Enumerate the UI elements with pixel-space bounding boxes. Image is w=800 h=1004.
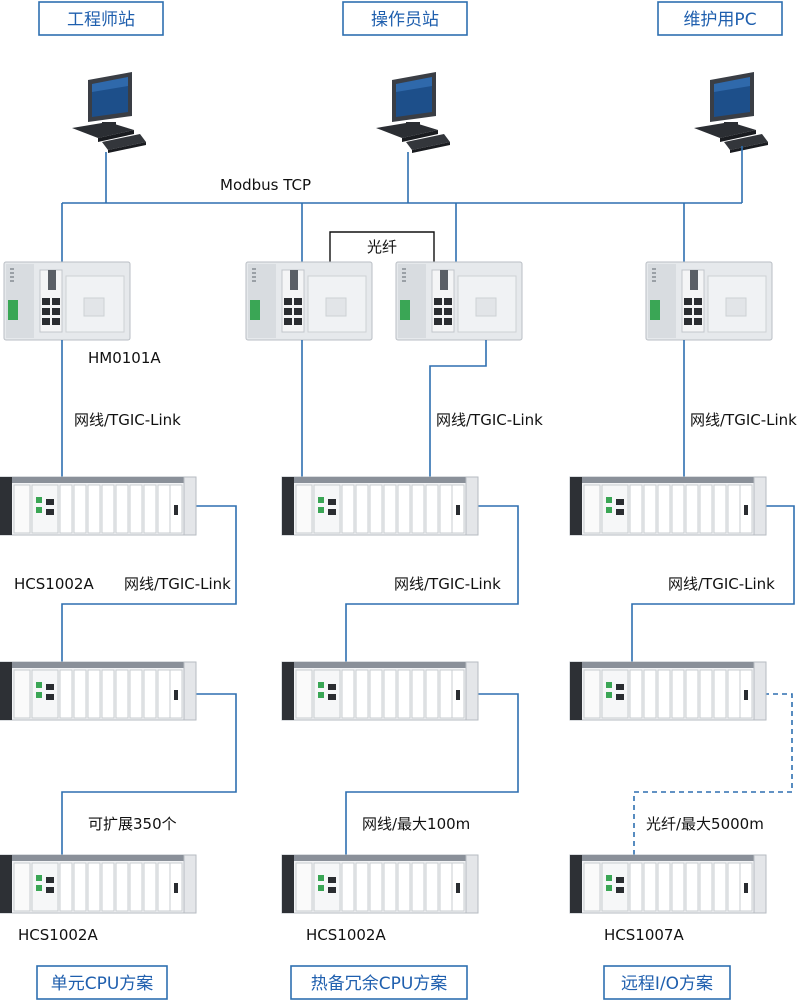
scheme-box-remote-io: 远程I/O方案 xyxy=(603,965,731,1000)
col2-r2-r3-line xyxy=(345,693,519,855)
col3-r2-r3-fiber-line xyxy=(633,693,793,855)
rack-col1-row2 xyxy=(0,661,197,721)
gateway-module-col2b xyxy=(395,261,523,341)
rack-col2-row3 xyxy=(281,854,479,914)
col1-r1-r2-line xyxy=(61,505,237,662)
col2-r1-r2-line xyxy=(345,505,519,662)
rack-label-col1-bottom: HCS1002A xyxy=(18,926,98,944)
col1-r2-r3-line xyxy=(61,693,237,855)
rack-col2-row1 xyxy=(281,476,479,536)
col2-r2-link-label: 网线/最大100m xyxy=(362,815,470,833)
station-label-maintenance: 维护用PC xyxy=(683,10,756,30)
fiber-link-label: 光纤 xyxy=(367,238,397,256)
gateway-module-col3 xyxy=(645,261,773,341)
rack-col1-row3 xyxy=(0,854,197,914)
col2-gw-link-label: 网线/TGIC-Link xyxy=(436,411,543,429)
bus-label: Modbus TCP xyxy=(220,176,311,194)
col1-gw-link-label: 网线/TGIC-Link xyxy=(74,411,181,429)
engineer-workstation-icon xyxy=(72,72,146,153)
redundant-fiber-link xyxy=(329,231,435,262)
scheme-label-remote-io: 远程I/O方案 xyxy=(621,974,713,994)
rack-col3-row3 xyxy=(569,854,767,914)
gateway-module-col2a xyxy=(245,261,373,341)
col3-gw-link-label: 网线/TGIC-Link xyxy=(690,411,797,429)
gateway-label: HM0101A xyxy=(88,349,161,367)
maintenance-pc-icon xyxy=(694,72,768,153)
station-box-operator: 操作员站 xyxy=(342,1,468,36)
scheme-box-redundant-cpu: 热备冗余CPU方案 xyxy=(290,965,468,1000)
scheme-label-single-cpu: 单元CPU方案 xyxy=(51,974,154,994)
col2-r1-link-label: 网线/TGIC-Link xyxy=(394,575,501,593)
col1-r2-link-label: 可扩展350个 xyxy=(88,815,177,833)
rack-label-col1-top: HCS1002A xyxy=(14,575,94,593)
col1-r1-link-label: 网线/TGIC-Link xyxy=(124,575,231,593)
col3-r1-r2-line xyxy=(631,505,795,662)
col3-r1-link-label: 网线/TGIC-Link xyxy=(668,575,775,593)
rack-col2-row2 xyxy=(281,661,479,721)
operator-workstation-icon xyxy=(376,72,450,153)
rack-col3-row1 xyxy=(569,476,767,536)
rack-col1-row1 xyxy=(0,476,197,536)
station-label-engineer: 工程师站 xyxy=(67,10,135,30)
station-box-maintenance: 维护用PC xyxy=(657,1,783,36)
gateway-module-col1 xyxy=(3,261,131,341)
scheme-label-redundant-cpu: 热备冗余CPU方案 xyxy=(311,974,448,994)
rack-label-col3-bottom: HCS1007A xyxy=(604,926,684,944)
col2-gwb-rack-line xyxy=(429,340,487,477)
station-box-engineer: 工程师站 xyxy=(38,1,164,36)
col3-r2-link-label: 光纤/最大5000m xyxy=(646,815,764,833)
rack-col3-row2 xyxy=(569,661,767,721)
rack-label-col2-bottom: HCS1002A xyxy=(306,926,386,944)
station-label-operator: 操作员站 xyxy=(371,10,439,30)
scheme-box-single-cpu: 单元CPU方案 xyxy=(36,965,168,1000)
